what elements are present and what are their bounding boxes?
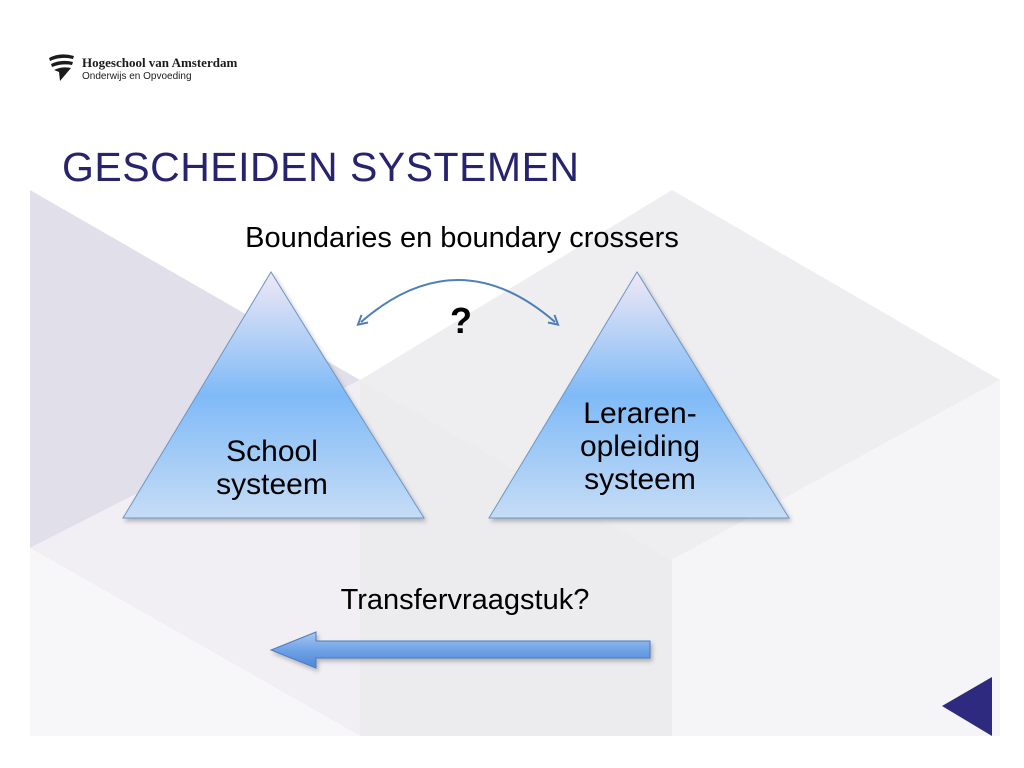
transfer-arrow: [269, 631, 651, 669]
next-slide-arrow-icon[interactable]: [942, 677, 992, 736]
transfer-label: Transfervraagstuk?: [340, 584, 590, 616]
school-system-label: School systeem: [172, 435, 372, 501]
teacher-education-line-1: Leraren-: [583, 397, 697, 430]
teacher-education-system-label: Leraren- opleiding systeem: [540, 397, 740, 496]
question-mark: ?: [450, 300, 472, 341]
school-system-line-2: systeem: [216, 468, 328, 501]
teacher-education-system-triangle: [488, 271, 790, 519]
teacher-education-line-2: opleiding: [579, 430, 701, 463]
logo-subtitle: Onderwijs en Opvoeding: [82, 71, 192, 82]
school-system-line-1: School: [226, 435, 318, 468]
teacher-education-line-3: systeem: [584, 463, 696, 496]
school-system-triangle: [122, 271, 425, 519]
logo-name: Hogeschool van Amsterdam: [82, 55, 238, 70]
hva-logo: Hogeschool van Amsterdam Onderwijs en Op…: [48, 52, 278, 86]
hva-logo-icon: [49, 54, 74, 81]
curved-double-arrow: [361, 279, 555, 322]
slide-subtitle: Boundaries en boundary crossers: [245, 222, 679, 254]
slide-title: GESCHEIDEN SYSTEMEN: [62, 144, 580, 190]
